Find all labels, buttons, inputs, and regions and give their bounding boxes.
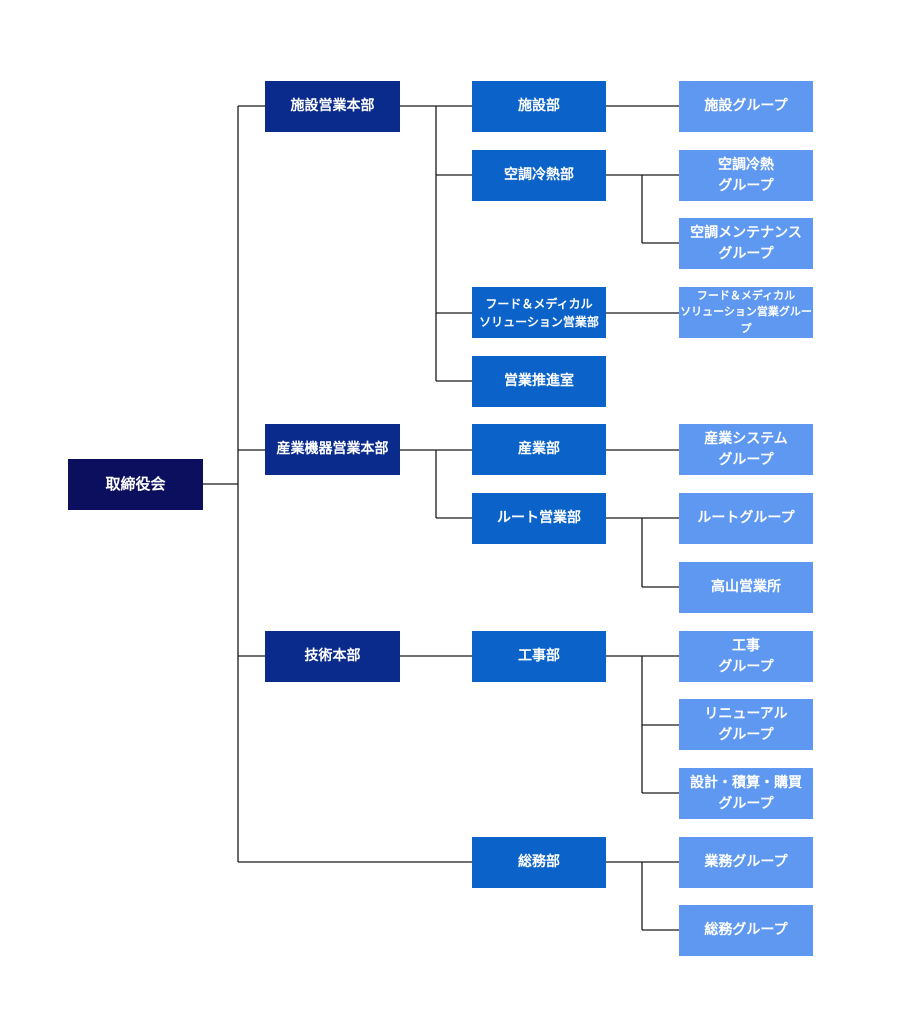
- facility-dept-node: 施設部: [472, 81, 606, 132]
- takayama-office-node: 高山営業所: [679, 562, 813, 613]
- hvac-maintenance-group-node: 空調メンテナンス グループ: [679, 218, 813, 269]
- food-medical-dept-node: フード＆メディカル ソリューション営業部: [472, 287, 606, 338]
- route-dept-node: ルート営業部: [472, 493, 606, 544]
- construction-group-node: 工事 グループ: [679, 631, 813, 682]
- food-medical-group-node: フード＆メディカル ソリューション営業グループ: [679, 287, 813, 338]
- general-affairs-group-node: 総務グループ: [679, 905, 813, 956]
- design-estimation-purchasing-group-node: 設計・積算・購買 グループ: [679, 768, 813, 819]
- tech-hq-node: 技術本部: [265, 631, 400, 682]
- facility-group-node: 施設グループ: [679, 81, 813, 132]
- facility-hq-node: 施設営業本部: [265, 81, 400, 132]
- board-node: 取締役会: [68, 459, 203, 510]
- construction-dept-node: 工事部: [472, 631, 606, 682]
- route-group-node: ルートグループ: [679, 493, 813, 544]
- hvac-dept-node: 空調冷熱部: [472, 150, 606, 201]
- industry-system-group-node: 産業システム グループ: [679, 424, 813, 475]
- industry-dept-node: 産業部: [472, 424, 606, 475]
- general-affairs-dept-node: 総務部: [472, 837, 606, 888]
- business-group-node: 業務グループ: [679, 837, 813, 888]
- sales-promotion-node: 営業推進室: [472, 356, 606, 407]
- renewal-group-node: リニューアル グループ: [679, 699, 813, 750]
- industrial-hq-node: 産業機器営業本部: [265, 424, 400, 475]
- hvac-group-node: 空調冷熱 グループ: [679, 150, 813, 201]
